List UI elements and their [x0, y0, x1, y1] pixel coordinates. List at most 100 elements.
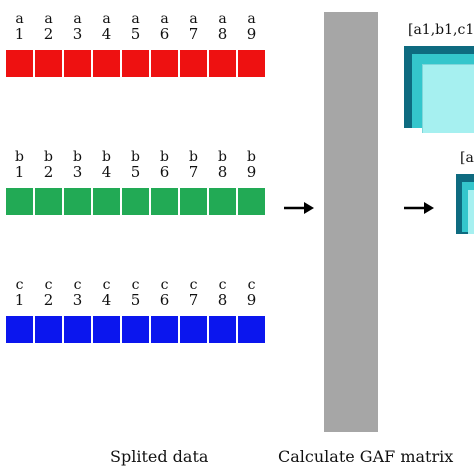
cell-letter: c: [15, 277, 24, 293]
data-square: [122, 316, 149, 343]
cell-number: 4: [101, 291, 112, 309]
cell-letter: b: [189, 149, 198, 165]
cell-number: 2: [43, 25, 54, 43]
caption-splited-data: Splited data: [110, 447, 209, 466]
data-square: [64, 188, 91, 215]
cell-letter: b: [131, 149, 140, 165]
cell-number: 1: [14, 163, 25, 181]
cell-letter: c: [102, 277, 111, 293]
cell-letter: b: [218, 149, 227, 165]
cell-number: 7: [188, 25, 199, 43]
cell-number: 2: [43, 163, 54, 181]
data-square: [122, 50, 149, 77]
matrix-layer-front: [422, 64, 474, 133]
matrix-label-first: [a1,b1,c1]: [408, 22, 474, 38]
data-square: [122, 188, 149, 215]
cell-number: 9: [246, 25, 257, 43]
data-square: [93, 316, 120, 343]
data-square: [238, 316, 265, 343]
data-square: [151, 50, 178, 77]
matrix-layer-front: [468, 190, 474, 234]
arrow-to-matrix-icon: [404, 202, 434, 214]
cell-number: 4: [101, 163, 112, 181]
data-square: [151, 188, 178, 215]
cell-number: 6: [159, 163, 170, 181]
cell-number: 6: [159, 291, 170, 309]
cell-number: 1: [14, 291, 25, 309]
cell-number: 3: [72, 291, 83, 309]
cell-letter: a: [102, 11, 111, 27]
data-square: [93, 188, 120, 215]
cell-number: 8: [217, 25, 228, 43]
cell-number: 4: [101, 25, 112, 43]
cell-letter: b: [247, 149, 256, 165]
cell-letter: a: [218, 11, 227, 27]
cell-number: 9: [246, 163, 257, 181]
cell-number: 5: [130, 163, 141, 181]
data-square: [209, 316, 236, 343]
data-square: [64, 50, 91, 77]
data-square: [35, 188, 62, 215]
cell-number: 3: [72, 25, 83, 43]
data-square: [238, 188, 265, 215]
data-square: [6, 188, 33, 215]
matrix-label-second: [a: [460, 150, 474, 166]
cell-letter: c: [218, 277, 227, 293]
cell-number: 5: [130, 25, 141, 43]
cell-number: 3: [72, 163, 83, 181]
data-square: [209, 188, 236, 215]
cell-letter: b: [73, 149, 82, 165]
cell-letter: b: [15, 149, 24, 165]
cell-letter: c: [131, 277, 140, 293]
cell-number: 7: [188, 291, 199, 309]
gaf-processing-bar: [324, 12, 378, 432]
data-square: [6, 50, 33, 77]
cell-letter: c: [189, 277, 198, 293]
cell-number: 8: [217, 291, 228, 309]
data-square: [64, 316, 91, 343]
cell-number: 8: [217, 163, 228, 181]
data-square: [180, 188, 207, 215]
data-square: [180, 50, 207, 77]
cell-letter: c: [44, 277, 53, 293]
cell-letter: c: [160, 277, 169, 293]
cell-number: 6: [159, 25, 170, 43]
data-square: [180, 316, 207, 343]
data-square: [238, 50, 265, 77]
cell-letter: c: [247, 277, 256, 293]
cell-letter: a: [160, 11, 169, 27]
cell-letter: b: [44, 149, 53, 165]
cell-letter: a: [44, 11, 53, 27]
cell-letter: b: [102, 149, 111, 165]
cell-number: 1: [14, 25, 25, 43]
cell-number: 7: [188, 163, 199, 181]
cell-letter: a: [131, 11, 140, 27]
data-square: [35, 50, 62, 77]
